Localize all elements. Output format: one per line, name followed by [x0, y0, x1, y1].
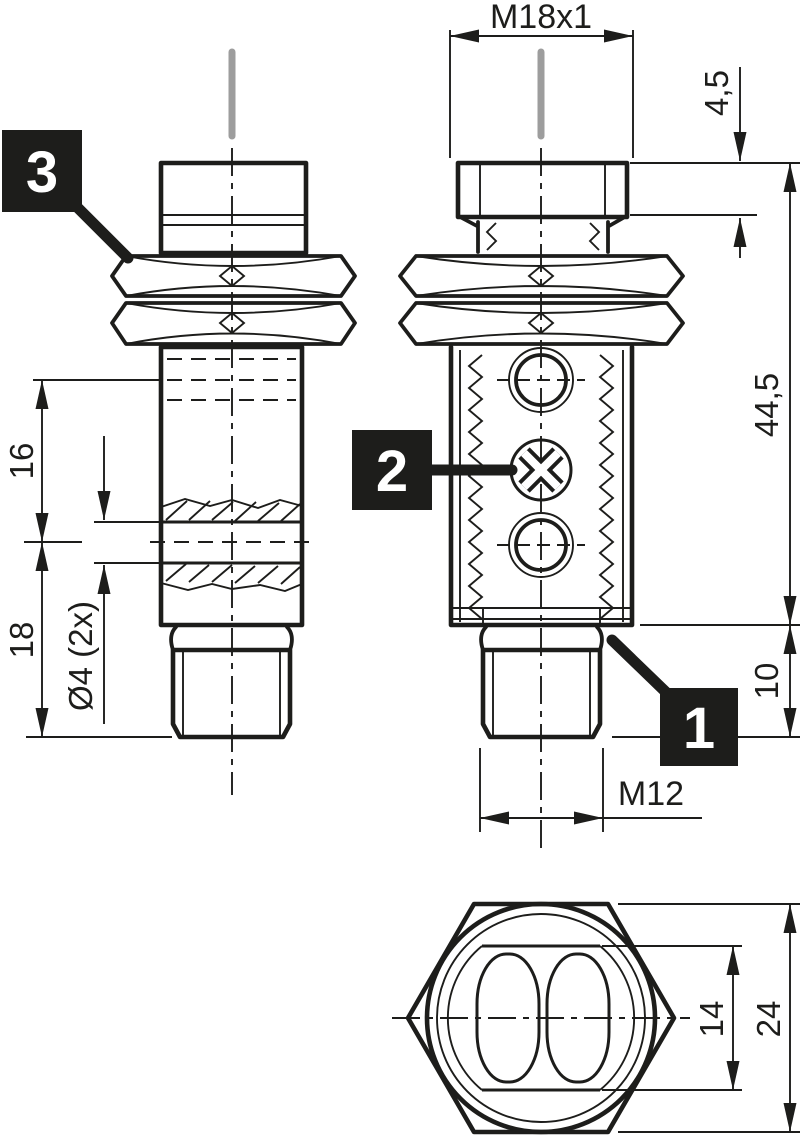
side-view	[110, 48, 357, 795]
callout-2: 2	[352, 430, 518, 510]
hex-nut-upper	[110, 254, 357, 298]
indicator-outer-ring	[508, 347, 574, 413]
led-indicator-top	[497, 347, 585, 413]
dim-lens-diameter-label: Ø4 (2x)	[62, 601, 99, 711]
lens-edges	[161, 520, 302, 565]
dim-m18-label: M18x1	[490, 0, 592, 36]
sensor-head	[455, 160, 630, 220]
hatch-lines-upper	[165, 500, 301, 522]
m12-connector	[479, 625, 604, 740]
sensor-head	[158, 160, 309, 256]
callout-1-number: 1	[683, 696, 715, 761]
barrel-inner-lines	[459, 350, 624, 622]
indicator-outer-ring	[508, 512, 574, 578]
extension-lines-m18	[449, 30, 634, 158]
thread-zigzag-left	[467, 354, 484, 620]
head-inner-lines	[479, 165, 606, 216]
barrel-outline	[448, 344, 635, 628]
hex-nut-upper	[398, 254, 685, 298]
end-view-dimensions: 14 24	[602, 903, 800, 1133]
barrel-bottom-steps	[451, 607, 632, 625]
dim-connector-length-label: 10	[748, 663, 785, 700]
callout-3: 3	[2, 130, 134, 264]
callout-3-number: 3	[26, 140, 58, 205]
nut-facets	[415, 255, 668, 297]
dim-18-label: 18	[3, 622, 40, 659]
callout-leader	[70, 200, 134, 264]
sensor-body	[158, 344, 305, 628]
nut-outline	[110, 301, 357, 346]
connector-inner-lines	[492, 652, 591, 735]
hidden-edge-lines	[167, 358, 296, 401]
thread-zigzag-right	[598, 354, 615, 620]
break-line-upper	[160, 498, 303, 510]
dim-head-height-label: 4,5	[698, 70, 735, 116]
dim-16-label: 16	[3, 443, 40, 480]
lens-window-section	[150, 498, 315, 592]
flat-face-chords	[482, 944, 600, 1092]
nut-facets	[125, 302, 342, 345]
break-line-lower	[160, 582, 303, 592]
callout-1: 1	[606, 634, 738, 766]
connector-neck	[479, 625, 604, 652]
thread-zigzag	[485, 222, 601, 251]
callout-2-number: 2	[376, 439, 408, 504]
callout-box	[352, 430, 432, 510]
hex-nut-lower	[110, 301, 357, 346]
callout-box	[660, 688, 738, 766]
connector-inner-lines	[182, 652, 281, 735]
led-indicator-bottom	[497, 512, 585, 578]
indicator-inner-ring	[514, 353, 568, 407]
connector-outline	[170, 647, 293, 740]
end-view	[392, 901, 690, 1135]
left-dimensions: 16 18 Ø4 (2x)	[3, 379, 172, 738]
callout-box	[2, 130, 82, 212]
head-neck	[460, 216, 625, 254]
dim-across-flats-label: 14	[693, 1001, 730, 1038]
dim-wrench-size-label: 24	[750, 1001, 787, 1038]
nut-facets	[125, 255, 342, 297]
head-step-lines	[161, 214, 306, 226]
indicator-inner-ring	[514, 518, 568, 572]
nut-outline	[110, 254, 357, 298]
connector-neck	[169, 625, 294, 652]
neck-outline	[460, 216, 625, 254]
hatch-lines-lower	[165, 563, 301, 585]
connector-outline	[480, 647, 603, 740]
hex-outline	[405, 901, 677, 1135]
front-view	[398, 48, 685, 852]
extension-lines	[24, 379, 172, 738]
m12-connector	[169, 625, 294, 740]
dim-m12-label: M12	[618, 775, 684, 813]
screw-cross-slot	[521, 450, 561, 490]
front-view-dimensions: M18x1 4,5 44,5 10 M12	[449, 0, 800, 832]
extension-lines	[602, 903, 800, 1133]
nut-facets	[415, 302, 668, 345]
extension-lines-right	[612, 162, 800, 738]
dim-housing-length-label: 44,5	[748, 373, 785, 437]
hex-nut-lower	[398, 301, 685, 346]
